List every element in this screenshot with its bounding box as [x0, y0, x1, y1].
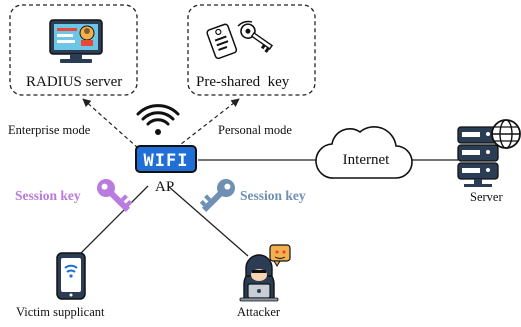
- ap-to-victim-line: [77, 185, 149, 257]
- hacker-laptop-icon: [239, 244, 291, 302]
- radius-server-box: [9, 4, 138, 96]
- pre-shared-key-label: Pre-shared key: [196, 74, 290, 90]
- ap-to-attacker-line: [167, 185, 249, 257]
- session-key-right-label: Session key: [240, 188, 306, 203]
- server-globe-icon: [457, 119, 521, 187]
- ap-label: AP: [155, 179, 174, 195]
- pre-shared-key-box: [187, 4, 316, 96]
- wifi-router-icon: [135, 104, 197, 173]
- radius-monitor-icon: [49, 19, 103, 63]
- attacker-label: Attacker: [237, 305, 281, 319]
- server-label: Server: [470, 190, 503, 204]
- purple-key-icon: [97, 179, 133, 213]
- cloud-icon: [315, 126, 413, 179]
- smartphone-wifi-icon: [56, 252, 86, 300]
- blue-key-icon: [199, 179, 235, 213]
- internet-label: Internet: [343, 152, 390, 168]
- wifi-text: WIFI: [144, 151, 189, 171]
- victim-label: Victim supplicant: [16, 305, 105, 319]
- enterprise-mode-label: Enterprise mode: [8, 123, 91, 137]
- personal-arrow: [175, 98, 240, 149]
- personal-mode-label: Personal mode: [218, 123, 292, 137]
- key-tag-icon: [206, 20, 274, 60]
- session-key-left-label: Session key: [15, 188, 81, 203]
- enterprise-arrow: [82, 98, 139, 149]
- radius-server-label: RADIUS server: [26, 74, 122, 90]
